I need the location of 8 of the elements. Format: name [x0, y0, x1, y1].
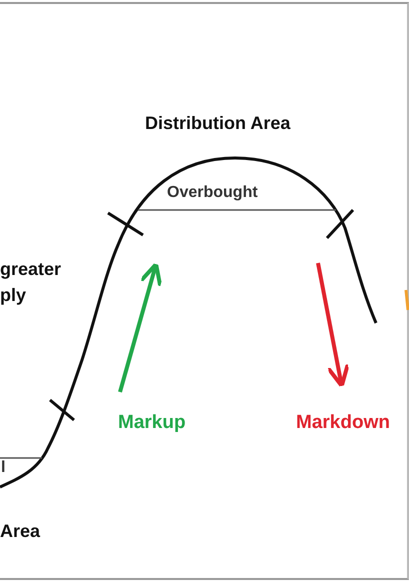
area-heading: Area [0, 521, 40, 542]
zone-label: Overbought [167, 184, 258, 202]
phase-label: Markup [118, 412, 186, 434]
phase-label: Markdown [296, 412, 390, 434]
area-heading: Distribution Area [145, 113, 290, 134]
side-note: greater [0, 259, 62, 280]
side-note: ply [0, 285, 26, 306]
zone-label: l [1, 459, 6, 477]
